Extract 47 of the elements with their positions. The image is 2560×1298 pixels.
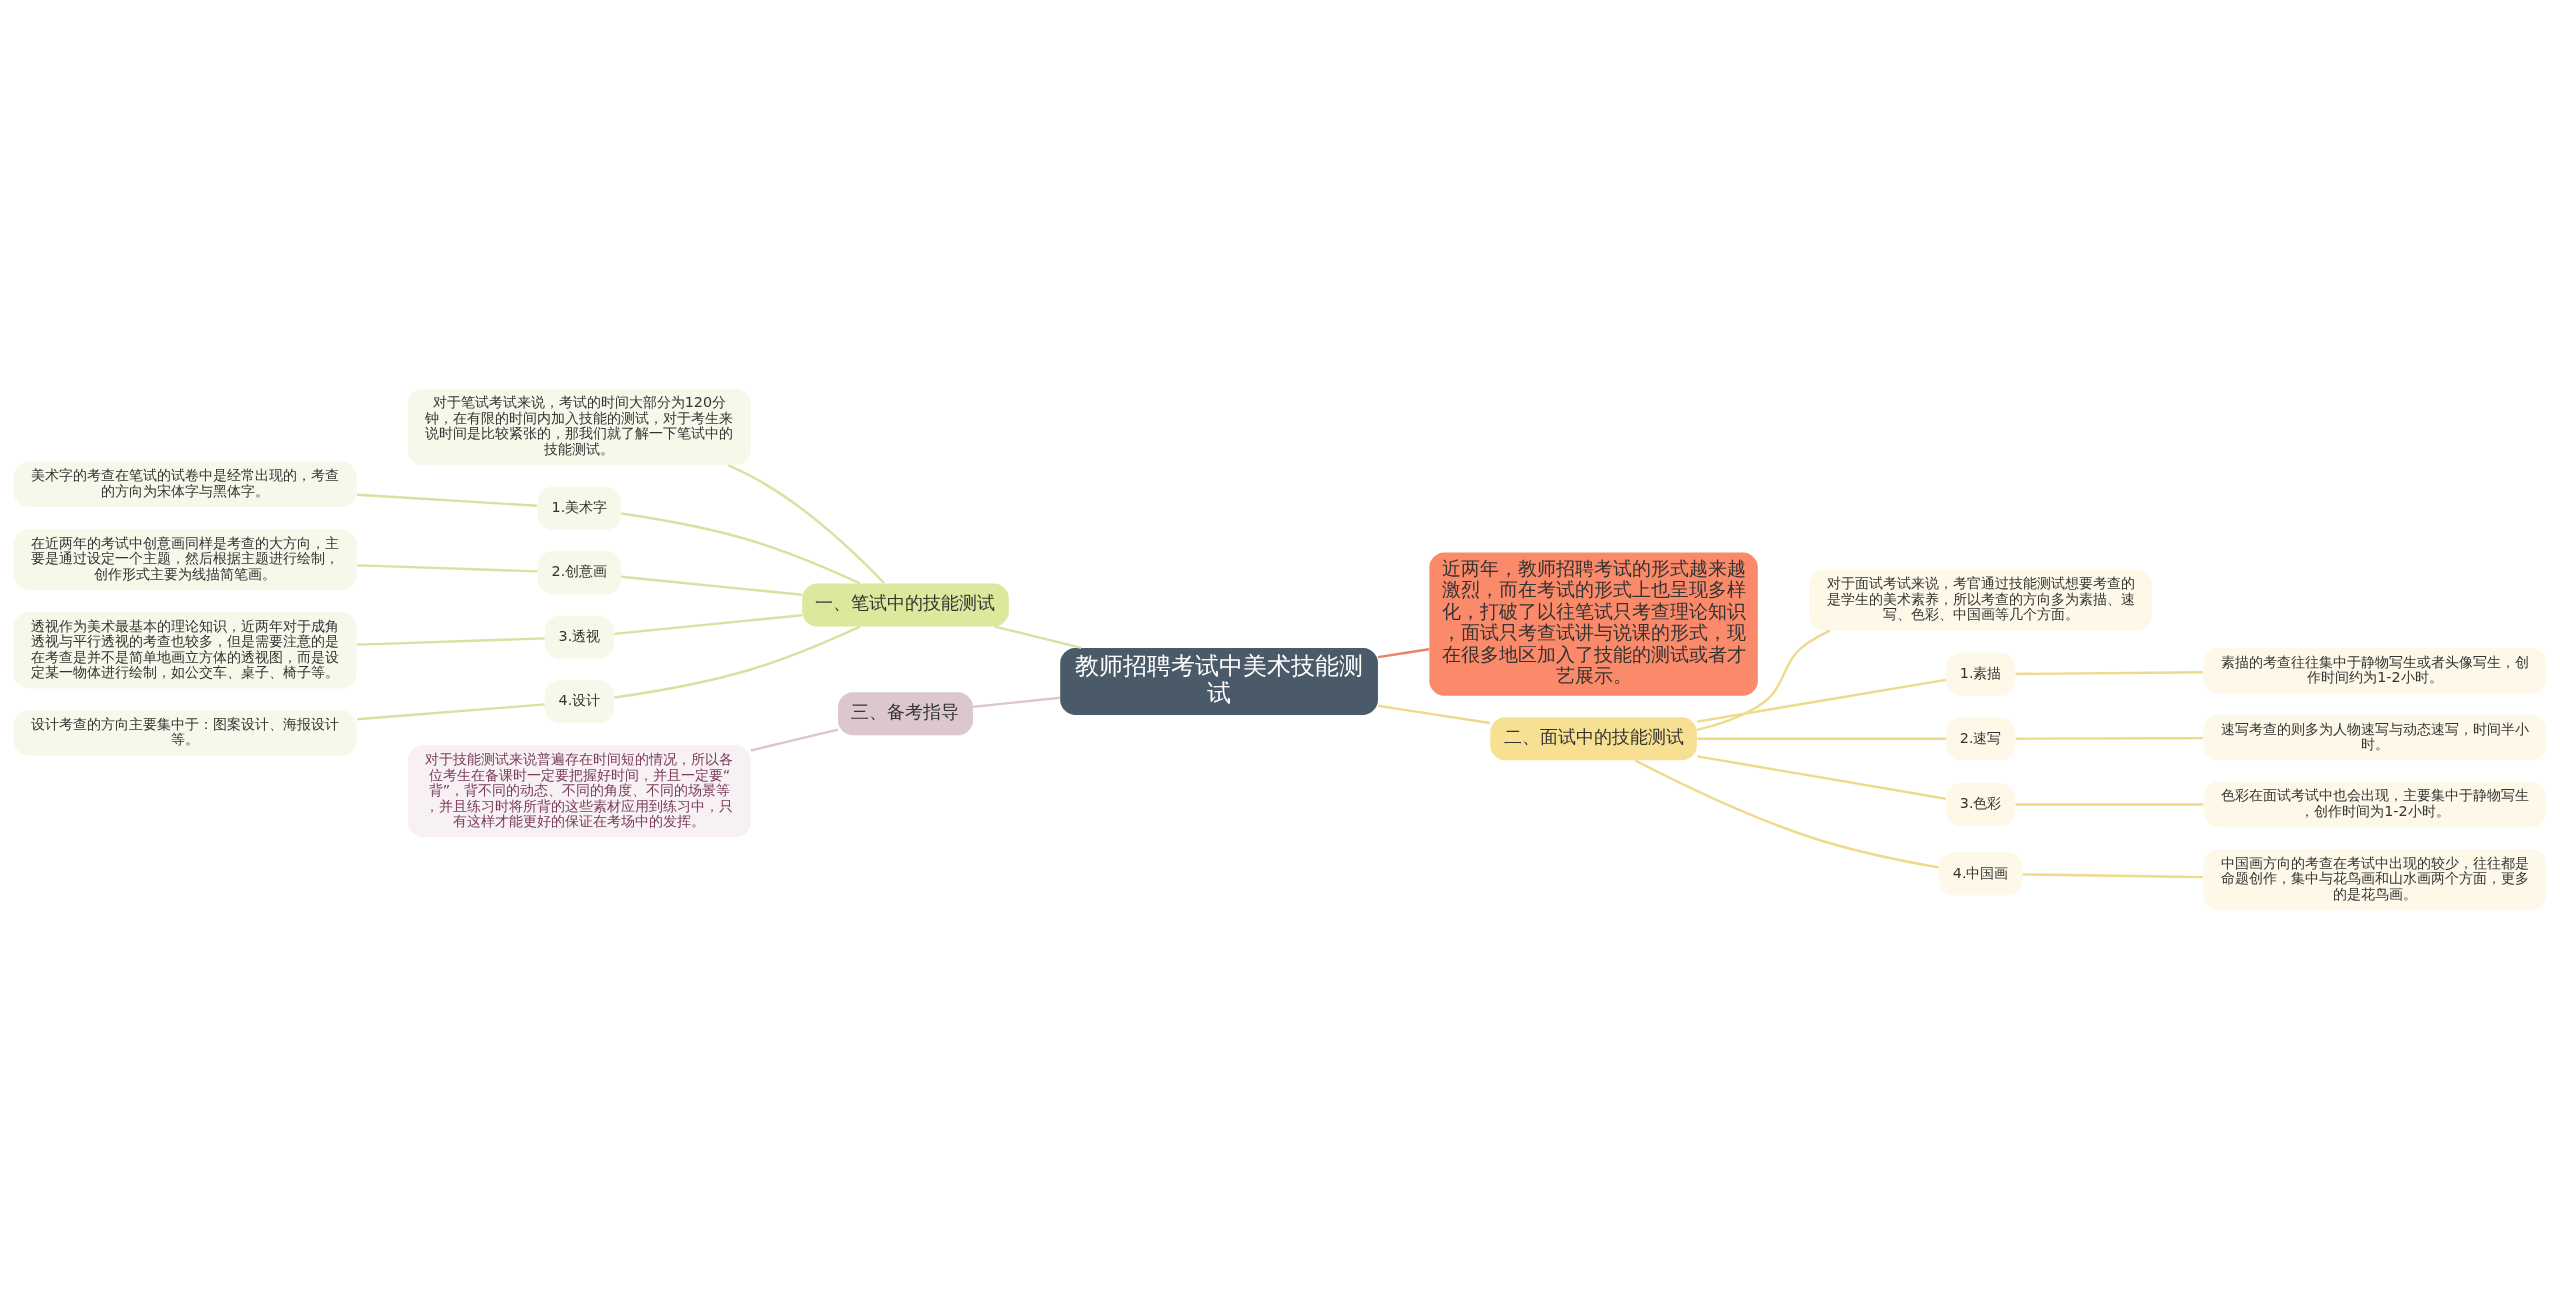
node-box: 在近两年的考试中创意画同样是考查的大方向，主要是通过设定一个主题，然后根据主题进行绘制，创作形式主要为线描简笔画。 (13, 528, 357, 590)
node-box: 一、笔试中的技能测试 (802, 583, 1009, 626)
connector (1697, 678, 1946, 723)
connector (1377, 704, 1491, 724)
connector (621, 575, 803, 596)
connector (1377, 647, 1430, 658)
connector (357, 493, 538, 507)
connector (1696, 629, 1831, 731)
connector (356, 702, 545, 720)
connector (972, 696, 1061, 708)
node-box: 二、面试中的技能测试 (1490, 716, 1697, 760)
node-box: 对于笔试考试来说，考试的时间大部分为120分钟，在有限的时间内加入技能的测试，对于考生来说时间是比较紧张的，那我们就了解一下笔试中的技能测试。 (407, 388, 751, 465)
node-box: 4.设计 (544, 679, 614, 723)
node-box: 2.创意画 (537, 550, 622, 594)
node-box: 对于面试考试来说，考官通过技能测试想要考查的是学生的美术素养，所以考查的方向多为素描、速写、色彩、中国画等几个方面。 (1809, 569, 2153, 631)
connector (750, 727, 839, 752)
connector (614, 613, 803, 635)
node-box: 3.色彩 (1946, 782, 2016, 826)
node-box: 素描的考查往往集中于静物写生或者头像写生，创作时间约为1-2小时。 (2203, 647, 2547, 693)
connector (1697, 754, 1947, 800)
node-box: 三、备考指导 (838, 691, 973, 735)
connector (614, 625, 861, 699)
connector (621, 511, 861, 584)
node-box: 4.中国画 (1938, 851, 2023, 895)
connector (2015, 802, 2203, 806)
node-box: 3.透视 (544, 615, 614, 659)
node-box: 2.速写 (1946, 716, 2016, 760)
connector (994, 624, 1082, 649)
connector (2015, 670, 2204, 675)
connector (2022, 872, 2204, 878)
node-box: 1.素描 (1946, 652, 2016, 696)
node-box: 1.美术字 (537, 486, 622, 530)
connector (357, 563, 538, 573)
connector (1697, 737, 1946, 740)
connector (357, 636, 545, 646)
node-box: 近两年，教师招聘考试的形式越来越激烈，而在考试的形式上也呈现多样化，打破了以往笔试只考查理论知识，面试只考查试讲与说课的形式，现在很多地区加入了技能的测试或者才艺展示。 (1429, 551, 1758, 696)
connector (727, 463, 885, 584)
node-box: 设计考查的方向主要集中于：图案设计、海报设计等。 (13, 709, 357, 755)
connector (1634, 758, 1939, 869)
node-box: 美术字的考查在笔试的试卷中是经常出现的，考查的方向为宋体字与黑体字。 (13, 461, 357, 507)
node-box: 对于技能测试来说普遍存在时间短的情况，所以各位考生在备课时一定要把握好时间，并且一定要“背”，背不同的动态、不同的角度、不同的场景等，并且练习时将所背的这些素材应用到练习中，只有这样才能更好的保证在考场中的发挥。 (407, 744, 751, 837)
connector (2015, 736, 2204, 740)
node-box: 教师招聘考试中美术技能测试 (1060, 647, 1378, 715)
node-box: 中国画方向的考查在考试中出现的较少，往往都是命题创作，集中与花鸟画和山水画两个方面，更多的是花鸟画。 (2203, 848, 2547, 910)
node-box: 色彩在面试考试中也会出现，主要集中于静物写生，创作时间为1-2小时。 (2203, 781, 2547, 827)
node-box: 透视作为美术最基本的理论知识，近两年对于成角透视与平行透视的考查也较多，但是需要注意的是在考查是并不是简单地画立方体的透视图，而是设定某一物体进行绘制，如公交车、桌子、椅子等。 (13, 611, 357, 689)
node-box: 速写考查的则多为人物速写与动态速写，时间半小时。 (2203, 714, 2547, 760)
